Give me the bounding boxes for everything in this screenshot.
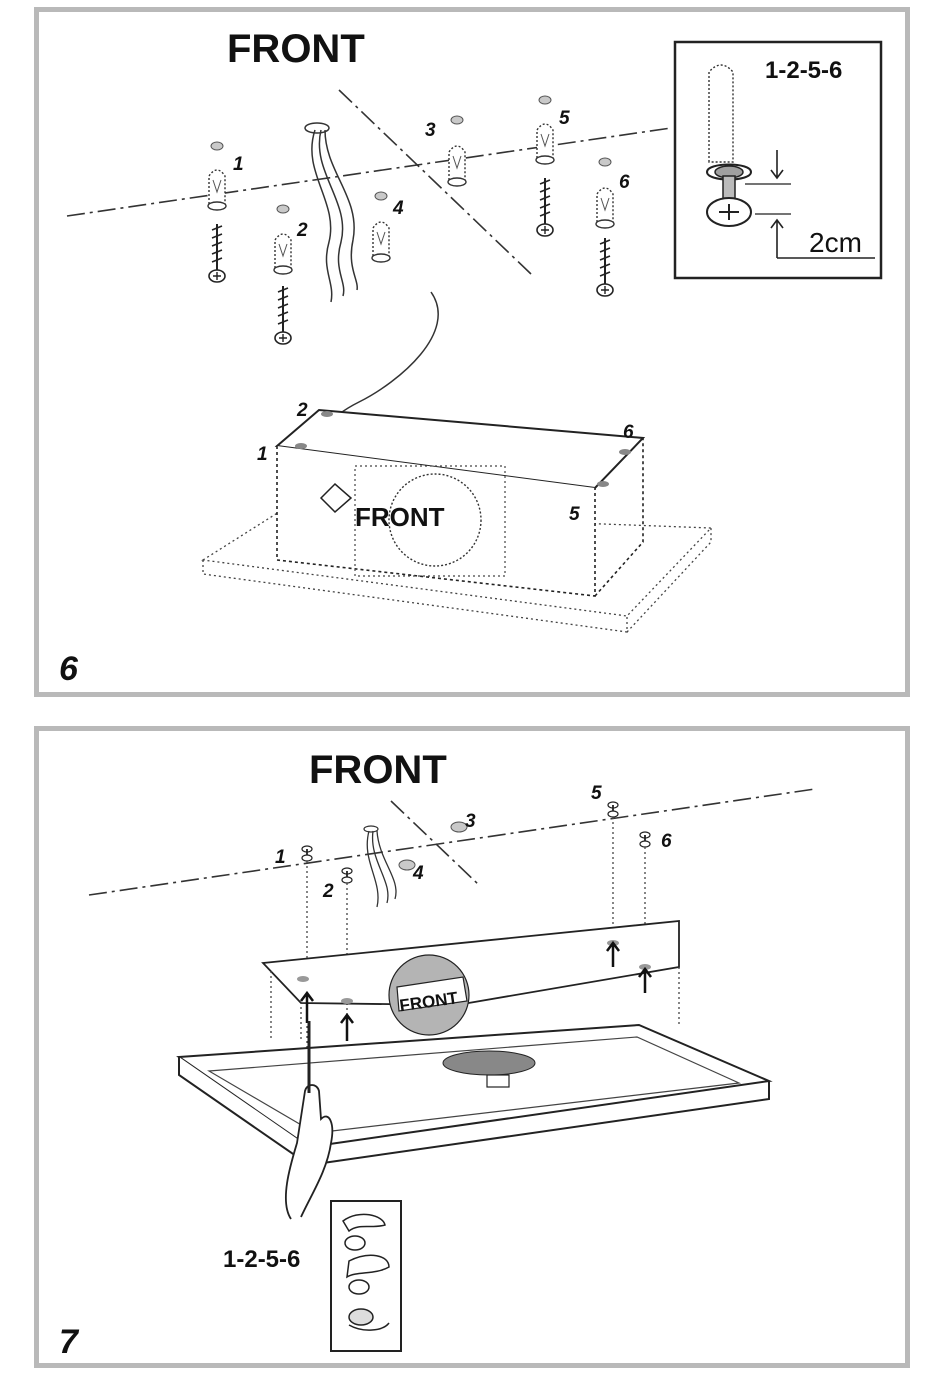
wall-plug-6	[596, 158, 614, 296]
wall-label-1: 1	[233, 154, 244, 175]
wall-plug-1	[208, 142, 226, 282]
hood-body	[179, 1025, 769, 1165]
ceiling-line	[89, 789, 815, 895]
front-title: FRONT	[227, 27, 365, 71]
wall-plug-4	[372, 192, 390, 262]
wall-label-4: 4	[412, 863, 424, 884]
hood-label-5: 5	[569, 504, 580, 525]
hood-label-1: 1	[257, 444, 268, 465]
box-front-label: FRONT	[355, 502, 445, 532]
front-title: FRONT	[309, 748, 447, 792]
wall-label-2: 2	[322, 881, 334, 902]
step-7-panel: FRONT 1 2 3 4 5 6 FRONT	[34, 726, 910, 1368]
ceiling-screw-6	[640, 832, 650, 847]
step-7-illustration: FRONT 1 2 3 4 5 6 FRONT	[39, 731, 905, 1363]
wire-bundle	[305, 123, 357, 302]
inset-measurement: 2cm	[809, 227, 862, 258]
wall-plug-2	[274, 205, 292, 344]
step-number: 6	[59, 650, 79, 688]
wall-label-3: 3	[465, 811, 476, 832]
ceiling-screw-5	[608, 802, 618, 817]
wall-label-3: 3	[425, 120, 436, 141]
step-6-illustration: FRONT 1 2 3 4 5 6	[39, 12, 905, 692]
wall-label-5: 5	[559, 108, 570, 129]
wall-plug-3	[448, 116, 466, 186]
ceiling-screw-2	[342, 868, 352, 883]
inset-sequence: 1-2-5-6	[765, 57, 842, 84]
wire-bundle	[364, 826, 396, 907]
step-6-panel: FRONT 1 2 3 4 5 6	[34, 7, 910, 697]
ceiling-screw-1	[302, 846, 312, 861]
keyhole-inset	[331, 1201, 401, 1351]
wall-label-5: 5	[591, 783, 602, 804]
front-axis	[339, 90, 531, 274]
wall-label-6: 6	[619, 172, 630, 193]
wall-label-2: 2	[296, 220, 308, 241]
hood-label-2: 2	[296, 400, 308, 421]
wall-label-1: 1	[275, 847, 286, 868]
wall-plug-5	[536, 96, 554, 236]
motor-box	[263, 921, 679, 1041]
hood-label-6: 6	[623, 422, 634, 443]
step-number: 7	[59, 1323, 80, 1361]
wall-label-6: 6	[661, 831, 672, 852]
motor-box	[277, 410, 643, 596]
ceiling-line	[67, 128, 671, 216]
hand-sequence: 1-2-5-6	[223, 1246, 300, 1273]
wall-label-4: 4	[392, 198, 404, 219]
